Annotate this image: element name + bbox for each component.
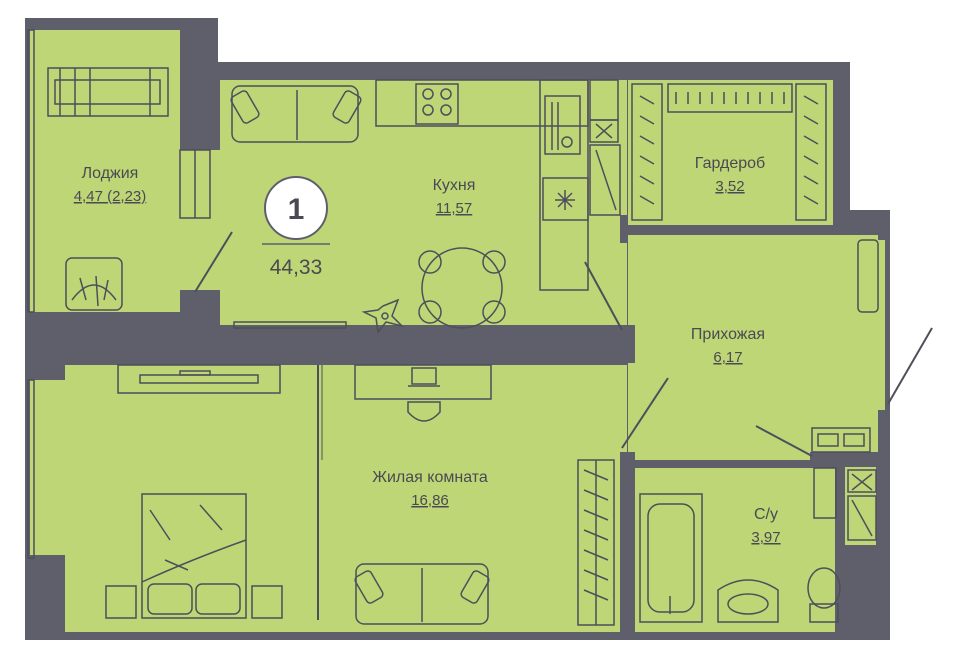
kitchen-area: 11,57	[436, 200, 472, 217]
kitchen-cabinets	[589, 79, 621, 216]
loggia-label: Лоджия	[82, 165, 139, 182]
living-label: Жилая комната	[372, 469, 488, 486]
bathroom-label: С/у	[754, 506, 778, 523]
bathtub-icon	[639, 493, 703, 623]
hallway-area: 6,17	[713, 349, 742, 366]
loggia-furniture	[27, 29, 169, 313]
bed-icon	[141, 493, 247, 619]
hallway-door-floor	[865, 240, 885, 410]
kitchen-furniture	[230, 79, 623, 334]
room-count: 1	[288, 193, 305, 226]
desk-icon	[354, 364, 492, 400]
tv-unit	[117, 364, 281, 394]
wardrobe-icon	[631, 83, 663, 221]
living-floor	[65, 365, 627, 632]
bathroom-furniture	[639, 467, 877, 623]
wardrobe-label: Гардероб	[695, 155, 765, 172]
apartment-badge: 1 44,33	[262, 176, 330, 279]
door-icon	[584, 261, 623, 331]
living-balcony-floor	[30, 380, 66, 558]
kitchen-label: Кухня	[433, 177, 476, 194]
bathroom-floor	[635, 468, 835, 632]
hallway-floor	[628, 235, 878, 460]
door-icon	[621, 377, 669, 449]
loggia-floor	[30, 30, 180, 312]
wardrobe-icon	[577, 459, 615, 626]
toilet-icon	[807, 567, 841, 623]
laptop-icon	[408, 367, 440, 387]
dining-table-icon	[418, 247, 506, 329]
armchair-icon	[65, 257, 123, 311]
nightstand	[251, 585, 283, 619]
sofa-icon	[354, 563, 490, 625]
wardrobe-area: 3,52	[715, 178, 744, 195]
chair-icon	[407, 401, 441, 422]
bathroom-area: 3,97	[751, 529, 780, 546]
dryer-rack-icon	[47, 67, 169, 117]
total-area: 44,33	[270, 256, 323, 279]
room-count-circle	[264, 176, 328, 240]
hallway-label: Прихожая	[691, 326, 765, 343]
fridge-icon	[542, 177, 589, 221]
door-icon	[194, 231, 233, 293]
radiator	[233, 321, 347, 329]
loggia-area: 4,47 (2,23)	[74, 188, 147, 205]
nightstand	[105, 585, 137, 619]
loggia-door	[179, 149, 233, 293]
plant-icon	[361, 298, 405, 334]
hallway-connector-floor	[630, 320, 640, 460]
door-icon	[755, 425, 813, 457]
window-icon	[27, 29, 35, 313]
window-icon	[27, 379, 35, 559]
interior-walls	[25, 62, 880, 640]
stove-icon	[415, 83, 459, 125]
room-labels: Лоджия 4,47 (2,23) Кухня 11,57 Гардероб …	[74, 155, 781, 546]
wardrobe-floor	[628, 80, 833, 225]
washbasin-icon	[717, 579, 779, 623]
living-area: 16,86	[411, 492, 449, 509]
sofa-icon	[230, 85, 362, 143]
wardrobe-furniture	[631, 83, 827, 221]
sink-icon	[544, 95, 581, 155]
living-furniture	[27, 364, 615, 626]
door-icon	[887, 327, 933, 405]
hallway-furniture	[621, 239, 933, 457]
